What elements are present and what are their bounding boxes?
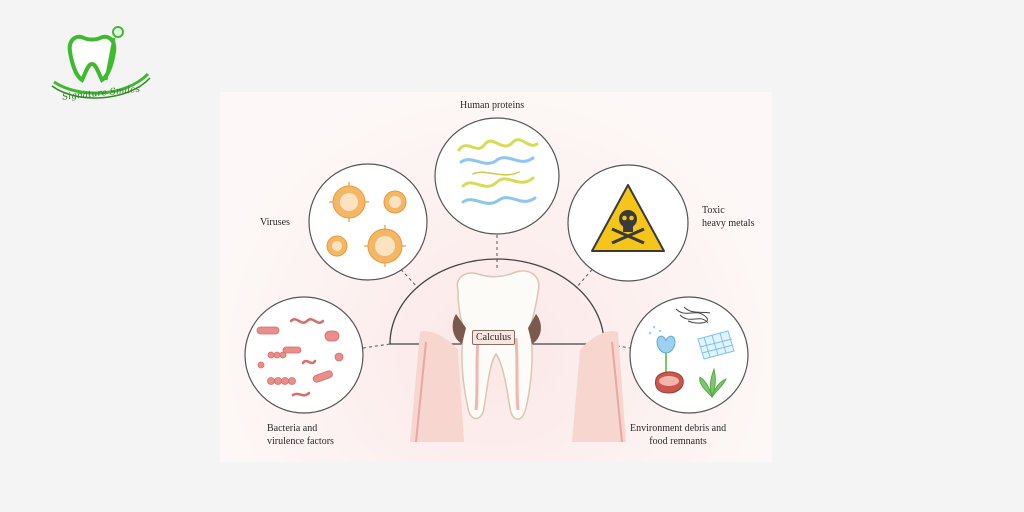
label-environment-line2: food remnants — [649, 436, 707, 447]
label-environment: Environment debris and food remnants — [630, 422, 726, 448]
calculus-arc — [389, 258, 605, 345]
label-environment-line1: Environment debris and — [630, 423, 727, 434]
calculus-deposit-left — [452, 314, 466, 344]
protein-icon — [457, 138, 539, 205]
bacteria-circle — [244, 296, 364, 414]
logo-text: Signature Smiles — [62, 85, 141, 103]
signature-smiles-logo: Signature Smiles — [51, 26, 151, 103]
flower-icon — [648, 325, 676, 375]
label-toxic-line2: heavy metals — [702, 218, 755, 229]
label-human-proteins: Human proteins — [460, 100, 525, 111]
fiber-icon — [675, 306, 711, 324]
bacteria-icon — [256, 326, 344, 385]
plant-icon — [699, 367, 727, 399]
label-toxic-line1: Toxic — [702, 205, 725, 216]
environment-debris-circle — [629, 296, 749, 414]
meat-icon — [655, 371, 684, 394]
toxic-metals-circle — [567, 164, 689, 282]
logo-tooth-icon — [67, 34, 117, 83]
viruses-circle — [308, 163, 428, 281]
diagram-panel: Calculus Human proteins Viruses — [220, 92, 772, 462]
human-proteins-circle — [434, 117, 560, 235]
label-toxic-heavy-metals: Toxic heavy metals — [702, 204, 754, 230]
mesh-icon — [697, 330, 735, 360]
label-bacteria: Bacteria and virulence factors — [267, 422, 334, 448]
calculus-deposit-right — [528, 314, 541, 344]
tooth-illustration — [456, 270, 540, 420]
label-viruses: Viruses — [260, 217, 290, 228]
warning-skull-icon — [591, 184, 665, 252]
label-bacteria-line1: Bacteria and — [267, 423, 318, 434]
label-bacteria-line2: virulence factors — [267, 436, 334, 447]
calculus-label: Calculus — [472, 330, 515, 345]
